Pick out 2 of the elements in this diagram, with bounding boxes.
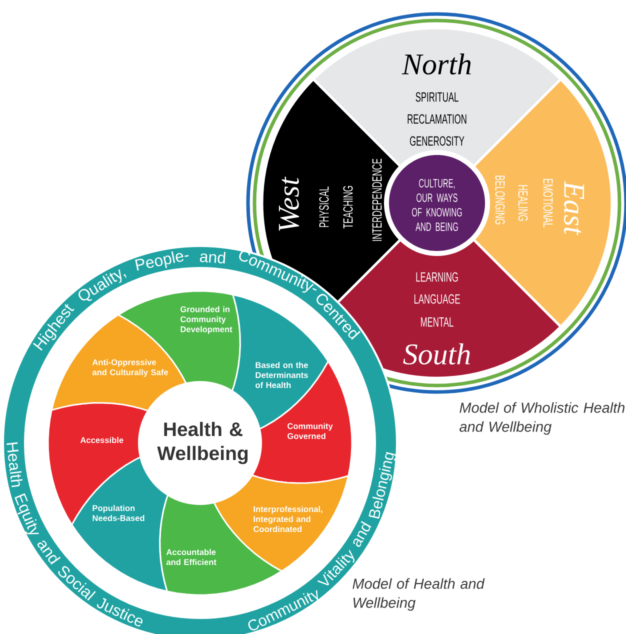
caption: Model of Health and Wellbeing — [352, 578, 485, 611]
caption: Model of Wholistic Health and Wellbeing — [460, 402, 625, 435]
